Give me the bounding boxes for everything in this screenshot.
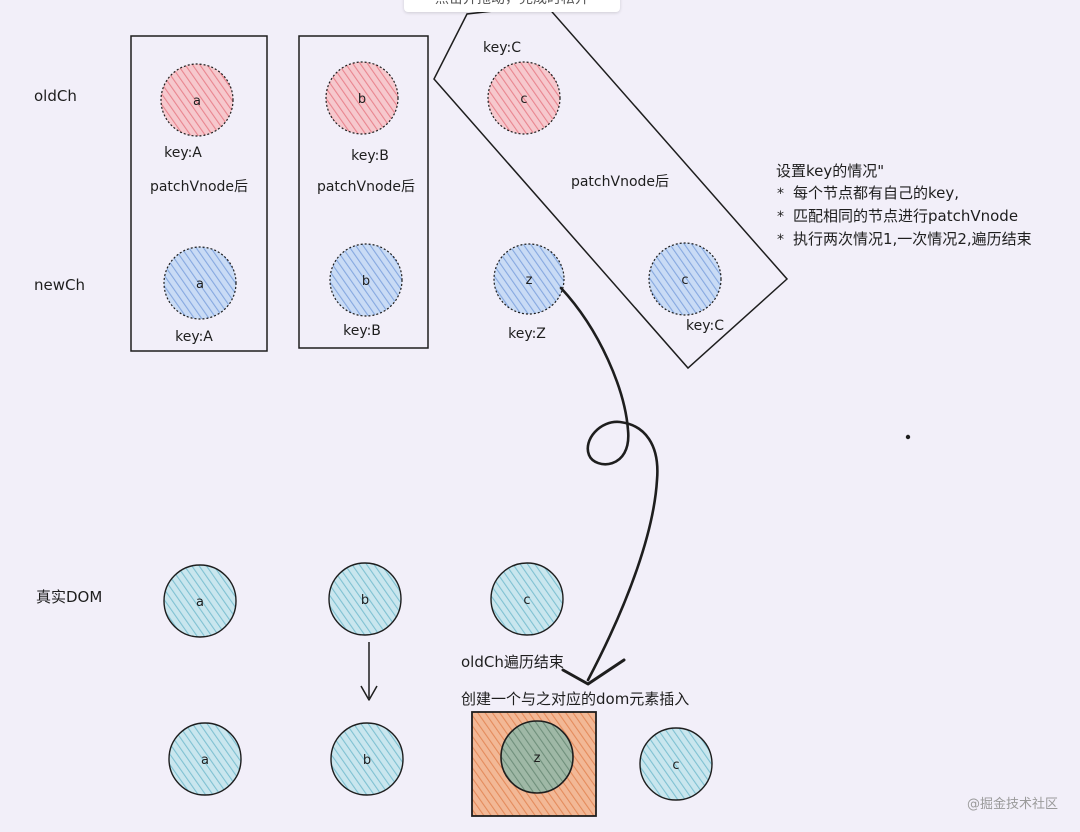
new-node-b bbox=[329, 243, 403, 317]
old-key-c: key:C bbox=[483, 40, 521, 56]
dom-node-before-c-label: c bbox=[523, 593, 530, 608]
dom-node-before-a-label: a bbox=[196, 595, 204, 610]
new-node-c-label: c bbox=[681, 273, 688, 288]
dom-node-after-a-label: a bbox=[201, 753, 209, 768]
row-label-real-dom: 真实DOM bbox=[36, 588, 102, 606]
new-node-z-label: z bbox=[526, 273, 533, 288]
notes-bullet-icon-1: * bbox=[777, 186, 784, 202]
old-node-c bbox=[487, 61, 561, 135]
down-arrow-head-icon bbox=[360, 685, 378, 701]
notes-title: 设置key的情况" bbox=[776, 162, 884, 180]
new-node-b-label: b bbox=[362, 274, 370, 289]
new-node-z bbox=[493, 243, 565, 315]
group-box-b bbox=[298, 35, 429, 349]
dom-node-before-b bbox=[328, 562, 402, 636]
drag-tooltip: 点击并拖动，完成时松开 bbox=[404, 0, 620, 12]
dom-node-after-c-label: c bbox=[672, 758, 679, 773]
old-key-a: key:A bbox=[164, 145, 202, 161]
patch-label-a: patchVnode后 bbox=[150, 179, 248, 195]
patch-label-c: patchVnode后 bbox=[571, 174, 669, 190]
dom-node-after-c bbox=[639, 727, 713, 801]
notes-bullet-2: 匹配相同的节点进行patchVnode bbox=[793, 207, 1018, 225]
notes-bullet-3: 执行两次情况1,一次情况2,遍历结束 bbox=[793, 230, 1032, 248]
new-key-z: key:Z bbox=[508, 326, 546, 342]
dom-node-after-b-label: b bbox=[363, 753, 371, 768]
row-label-oldch: oldCh bbox=[34, 87, 77, 105]
old-node-c-label: c bbox=[520, 92, 527, 107]
old-node-b-label: b bbox=[358, 92, 366, 107]
watermark: @掘金技术社区 bbox=[967, 796, 1058, 812]
notes-bullet-icon-2: * bbox=[777, 209, 784, 225]
dom-node-after-b bbox=[330, 722, 404, 796]
new-node-c bbox=[648, 242, 722, 316]
dom-node-after-z-label: z bbox=[534, 751, 541, 766]
row-label-newch: newCh bbox=[34, 276, 85, 294]
new-key-b: key:B bbox=[343, 323, 381, 339]
old-node-b bbox=[325, 61, 399, 135]
stray-dot bbox=[905, 434, 911, 440]
loop-arrow bbox=[559, 286, 659, 682]
old-node-a-label: a bbox=[193, 94, 201, 109]
dom-node-before-b-label: b bbox=[361, 593, 369, 608]
end-note-2: 创建一个与之对应的dom元素插入 bbox=[461, 690, 689, 708]
old-key-b: key:B bbox=[351, 148, 389, 164]
loop-arrow-head-icon bbox=[561, 658, 626, 686]
new-node-a bbox=[163, 246, 237, 320]
dom-node-after-z bbox=[500, 720, 574, 794]
dom-node-before-c bbox=[490, 562, 564, 636]
new-node-a-label: a bbox=[196, 277, 204, 292]
new-key-c: key:C bbox=[686, 318, 724, 334]
old-node-a bbox=[160, 63, 234, 137]
dom-node-after-a bbox=[168, 722, 242, 796]
patch-label-b: patchVnode后 bbox=[317, 179, 415, 195]
notes-bullet-1: 每个节点都有自己的key, bbox=[793, 184, 959, 202]
group-box-a bbox=[130, 35, 268, 352]
new-key-a: key:A bbox=[175, 329, 213, 345]
dom-node-before-a bbox=[163, 564, 237, 638]
end-note-1: oldCh遍历结束 bbox=[461, 653, 564, 671]
notes-bullet-icon-3: * bbox=[777, 232, 784, 248]
